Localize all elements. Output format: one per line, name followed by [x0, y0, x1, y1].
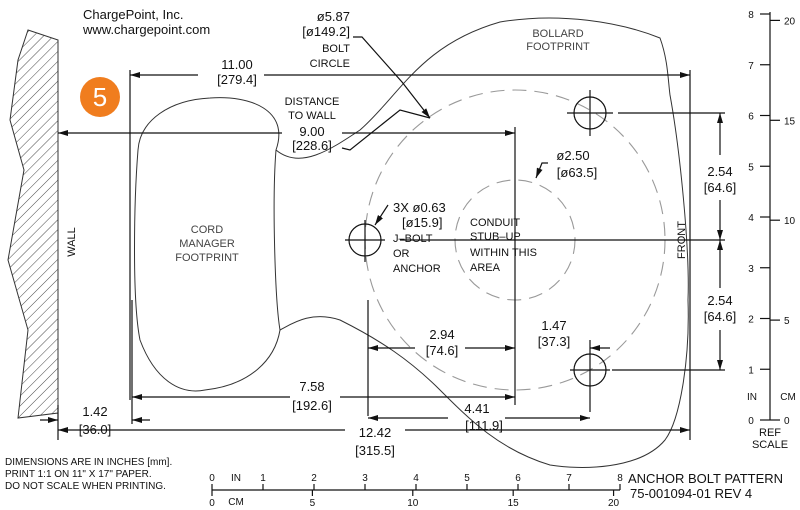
ref-cm-tick-label: 15 [784, 116, 796, 127]
part-number: 75-001094-01 REV 4 [630, 486, 752, 501]
bottom-inch-tick-label: 1 [260, 473, 266, 484]
bottom-inch-tick-label: 8 [617, 473, 623, 484]
ref-inch-tick-label: 5 [748, 162, 754, 173]
wall-label: WALL [66, 227, 78, 257]
dim-147-in: 1.47 [541, 318, 566, 333]
front-label: FRONT [676, 221, 688, 259]
bolt-hole-left [345, 220, 385, 262]
dim-441-in: 4.41 [464, 401, 489, 416]
note-3: DO NOT SCALE WHEN PRINTING. [5, 481, 166, 492]
ref-scale: 0 1 2 3 4 5 6 7 8 0 5 10 15 20 [748, 10, 795, 427]
bottom-cm-tick-label: 20 [608, 498, 620, 509]
dim-758-in: 7.58 [299, 379, 324, 394]
conduit-label-3: WITHIN THIS [470, 247, 537, 259]
dim-lower-mm: [64.6] [704, 309, 737, 324]
bolt-hole-top [567, 90, 613, 136]
step-number: 5 [93, 82, 107, 112]
dim-lower-in: 2.54 [707, 293, 732, 308]
bolt-circle-in: ø5.87 [317, 9, 350, 24]
dim-upper-in: 2.54 [707, 164, 732, 179]
ref-cm-tick-label: 10 [784, 216, 796, 227]
bollard-label-1: BOLLARD [532, 28, 583, 40]
bottom-scale-in-label: IN [231, 473, 241, 484]
cord-manager-footprint [134, 97, 281, 392]
bottom-cm-tick-label: 5 [310, 498, 316, 509]
bollard-label-2: FOOTPRINT [526, 41, 590, 53]
dim-1242-mm: [315.5] [355, 443, 395, 458]
jbolt-label-5: ANCHOR [393, 263, 441, 275]
distance-label-2: TO WALL [288, 110, 336, 122]
bolt-circle-label-1: BOLT [322, 43, 350, 55]
bottom-inch-tick-label: 2 [311, 473, 317, 484]
bottom-inch-tick-label: 4 [413, 473, 419, 484]
bollard-footprint [275, 17, 689, 468]
ref-inch-tick-label: 2 [748, 315, 754, 326]
ref-inch-tick-label: 1 [748, 365, 754, 376]
ref-scale-title-2: SCALE [752, 439, 788, 451]
ref-inch-tick-label: 8 [748, 10, 754, 21]
jbolt-label-2: [ø15.9] [402, 215, 442, 230]
ref-scale-title-1: REF [759, 427, 781, 439]
ref-cm-tick-label: 0 [784, 416, 790, 427]
ref-inch-tick-label: 3 [748, 264, 754, 275]
bottom-scale-cm-label: CM [228, 497, 244, 508]
bottom-inch-tick-label: 3 [362, 473, 368, 484]
note-2: PRINT 1:1 ON 11" X 17" PAPER. [5, 469, 152, 480]
dimension-lines [40, 36, 725, 440]
cord-manager-label-1: CORD [191, 224, 223, 236]
conduit-label-2: STUB–UP [470, 231, 521, 243]
drawing-title: ANCHOR BOLT PATTERN [628, 471, 783, 486]
conduit-label-4: AREA [470, 262, 501, 274]
ref-inch-tick-label: 6 [748, 112, 754, 123]
ref-scale-cm-label: CM [780, 392, 796, 403]
jbolt-label-1: 3X ø0.63 [393, 200, 446, 215]
cord-manager-label-2: MANAGER [179, 238, 235, 250]
bottom-inch-tick-label: 5 [464, 473, 470, 484]
dim-294-in: 2.94 [429, 327, 454, 342]
bottom-inch-tick-label: 0 [209, 473, 215, 484]
ref-scale-in-label: IN [747, 392, 757, 403]
dim-147-mm: [37.3] [538, 334, 571, 349]
bolt-hole-bottom [570, 340, 610, 412]
ref-cm-tick-label: 20 [784, 16, 796, 27]
ref-inch-tick-label: 7 [748, 61, 754, 72]
ref-inch-tick-label: 0 [748, 416, 754, 427]
bolt-circle-mm: [ø149.2] [302, 24, 350, 39]
conduit-dia-in: ø2.50 [556, 148, 589, 163]
dim-294-mm: [74.6] [426, 343, 459, 358]
ref-cm-tick-label: 5 [784, 316, 790, 327]
conduit-dia-mm: [ø63.5] [557, 165, 597, 180]
jbolt-label-3: J–BOLT [393, 233, 433, 245]
dim-11-in: 11.00 [221, 57, 253, 72]
bottom-inch-tick-label: 7 [566, 473, 572, 484]
dim-758-mm: [192.6] [292, 398, 332, 413]
step-badge: 5 [80, 77, 120, 117]
jbolt-label-4: OR [393, 248, 410, 260]
bottom-cm-tick-label: 15 [508, 498, 520, 509]
dim-11-mm: [279.4] [217, 72, 257, 87]
dim-441-mm: [111.9] [465, 418, 503, 433]
dim-9-mm: [228.6] [292, 138, 332, 153]
company-name: ChargePoint, Inc. [83, 7, 183, 22]
bottom-cm-tick-label: 0 [209, 498, 215, 509]
note-1: DIMENSIONS ARE IN INCHES [mm]. [5, 457, 172, 468]
distance-label-1: DISTANCE [285, 96, 340, 108]
cord-manager-label-3: FOOTPRINT [175, 252, 239, 264]
wall-hatch [7, 29, 59, 419]
dim-upper-mm: [64.6] [704, 180, 737, 195]
dim-1242-in: 12.42 [359, 425, 392, 440]
dim-142-in: 1.42 [82, 404, 107, 419]
bolt-circle-label-2: CIRCLE [310, 58, 350, 70]
ref-inch-tick-label: 4 [748, 213, 754, 224]
bottom-scale: 0 1 2 3 4 5 6 7 8 0 5 10 15 20 [209, 473, 623, 509]
dim-9-in: 9.00 [299, 124, 324, 139]
bottom-cm-tick-label: 10 [407, 498, 419, 509]
company-website: www.chargepoint.com [82, 22, 210, 37]
dim-142-mm: [36.0] [79, 422, 112, 437]
conduit-label-1: CONDUIT [470, 217, 520, 229]
bottom-inch-tick-label: 6 [515, 473, 521, 484]
